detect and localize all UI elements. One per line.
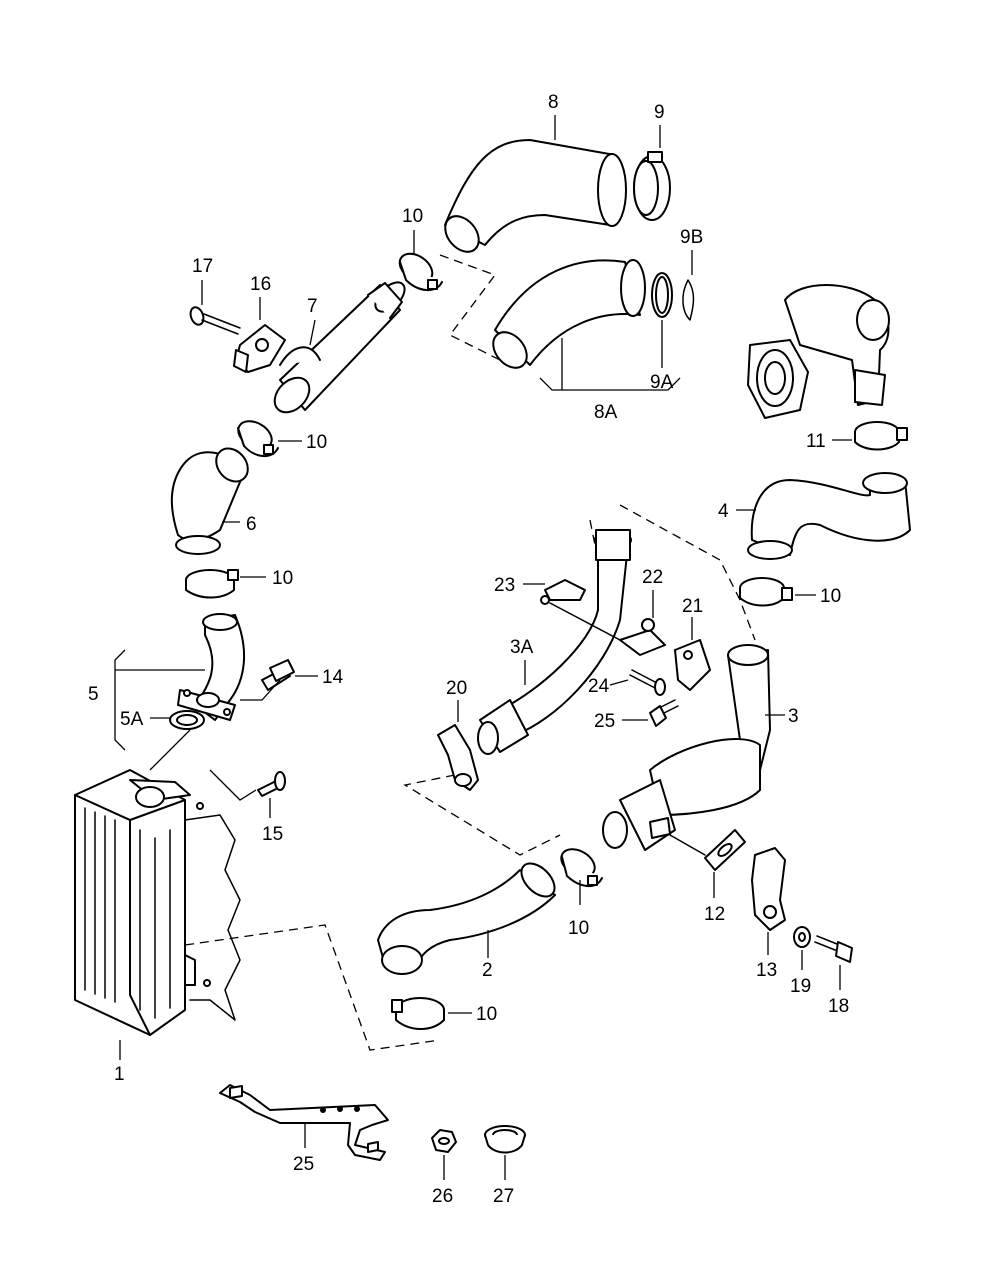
intercooler	[74, 769, 241, 1036]
clamp-10-f	[391, 997, 445, 1030]
callout-20: 20	[446, 678, 467, 699]
pipe-3a	[477, 529, 632, 755]
callout-7: 7	[307, 296, 318, 317]
callout-19: 19	[790, 976, 811, 997]
callout-10-a: 10	[272, 568, 293, 589]
callout-21: 21	[682, 596, 703, 617]
callout-25-lower: 25	[293, 1154, 314, 1175]
clip-20	[437, 724, 479, 791]
callout-5: 5	[88, 684, 99, 705]
ring-9a	[651, 272, 673, 318]
callout-26: 26	[432, 1186, 453, 1207]
callout-13: 13	[756, 960, 777, 981]
clamp-10-e	[560, 848, 603, 887]
callout-25-upper: 25	[594, 711, 615, 732]
callout-3: 3	[788, 706, 799, 727]
callout-15: 15	[262, 824, 283, 845]
clamp-10-d	[739, 577, 793, 607]
bracket-25	[219, 1084, 389, 1161]
callout-8a: 8A	[594, 402, 618, 423]
callout-9: 9	[654, 102, 665, 123]
screw-24	[629, 669, 666, 696]
screw-25-upper	[649, 699, 679, 727]
sensor-22	[619, 618, 666, 656]
callout-14: 14	[322, 667, 344, 688]
callout-22: 22	[642, 567, 663, 588]
hose-8	[444, 139, 627, 253]
pipe-3	[602, 644, 771, 851]
gasket-5a	[169, 710, 205, 730]
callout-16: 16	[250, 274, 271, 295]
clamp-10-c	[398, 252, 443, 291]
bolt-14	[261, 659, 295, 691]
bracket-23	[540, 579, 586, 605]
nut-26	[431, 1129, 457, 1153]
grommet-27	[484, 1125, 526, 1154]
callout-27: 27	[493, 1186, 514, 1207]
gasket-12	[704, 829, 746, 871]
seal-9b	[682, 279, 695, 321]
callout-10-c: 10	[402, 206, 423, 227]
callout-10-e: 10	[568, 918, 589, 939]
callout-3a: 3A	[510, 637, 534, 658]
bolt-18	[814, 935, 853, 963]
pipe-7	[273, 281, 406, 414]
callout-24: 24	[588, 676, 610, 697]
callout-10-b: 10	[306, 432, 327, 453]
screw-15	[257, 771, 286, 797]
callout-6: 6	[246, 514, 257, 535]
clamp-10-a	[185, 569, 239, 599]
hose-8a	[492, 259, 646, 369]
callout-1: 1	[114, 1064, 125, 1085]
clamp-9	[633, 151, 671, 221]
hose-6	[170, 447, 249, 555]
callout-5a: 5A	[120, 709, 144, 730]
callout-18: 18	[828, 996, 849, 1017]
callout-2: 2	[482, 960, 493, 981]
callout-10-f: 10	[476, 1004, 497, 1025]
bracket-13	[751, 847, 786, 931]
callout-23: 23	[494, 575, 515, 596]
hose-2	[377, 862, 556, 975]
callout-9a: 9A	[650, 372, 674, 393]
turbocharger	[747, 284, 890, 419]
washer-19	[793, 926, 811, 948]
elbow-pipe	[177, 613, 246, 721]
hose-4	[747, 472, 911, 560]
callout-4: 4	[718, 501, 729, 522]
callout-11: 11	[806, 431, 826, 452]
callout-17: 17	[192, 256, 213, 277]
screw-17	[189, 306, 241, 335]
callout-10-d: 10	[820, 586, 841, 607]
callout-8: 8	[548, 92, 559, 113]
callout-12: 12	[704, 904, 725, 925]
callout-9b: 9B	[680, 227, 703, 248]
clamp-11	[854, 421, 908, 451]
bracket-16	[233, 324, 286, 373]
clamp-10-b	[237, 420, 279, 457]
bracket-21	[674, 639, 711, 691]
